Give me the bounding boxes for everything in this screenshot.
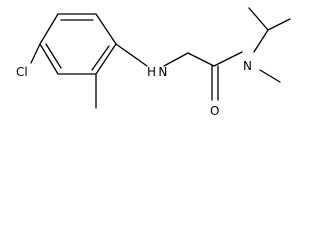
isopropyl-methyl-bond: [267, 18, 291, 31]
amide-nitrogen-atom: N: [243, 59, 252, 73]
nh-ch2-bond: [163, 52, 189, 67]
c-cl-bond: [30, 43, 41, 64]
ring-double-bond: [45, 43, 62, 69]
ring-double-bond: [91, 45, 110, 71]
carbonyl-amide-bond: [213, 51, 243, 67]
ring-bond: [39, 43, 59, 75]
n-isopropyl-bond: [253, 29, 269, 53]
structure-canvas: Cl H N O N: [16, 7, 291, 118]
n-methyl-bond: [259, 69, 281, 83]
ring-nh-bond: [115, 43, 148, 67]
carbonyl-oxygen-atom: O: [210, 104, 219, 118]
molecule-diagram: Cl H N O N: [16, 7, 291, 118]
ring-bond: [39, 13, 59, 45]
ring-bond: [95, 13, 117, 45]
isopropyl-methyl-bond: [248, 7, 269, 31]
chlorine-atom: Cl: [16, 65, 28, 79]
ring-bond: [95, 43, 117, 75]
amine-nh-atom: H N: [147, 65, 167, 79]
benzene-ring: [39, 13, 117, 75]
ch2-carbonyl-bond: [187, 52, 215, 67]
